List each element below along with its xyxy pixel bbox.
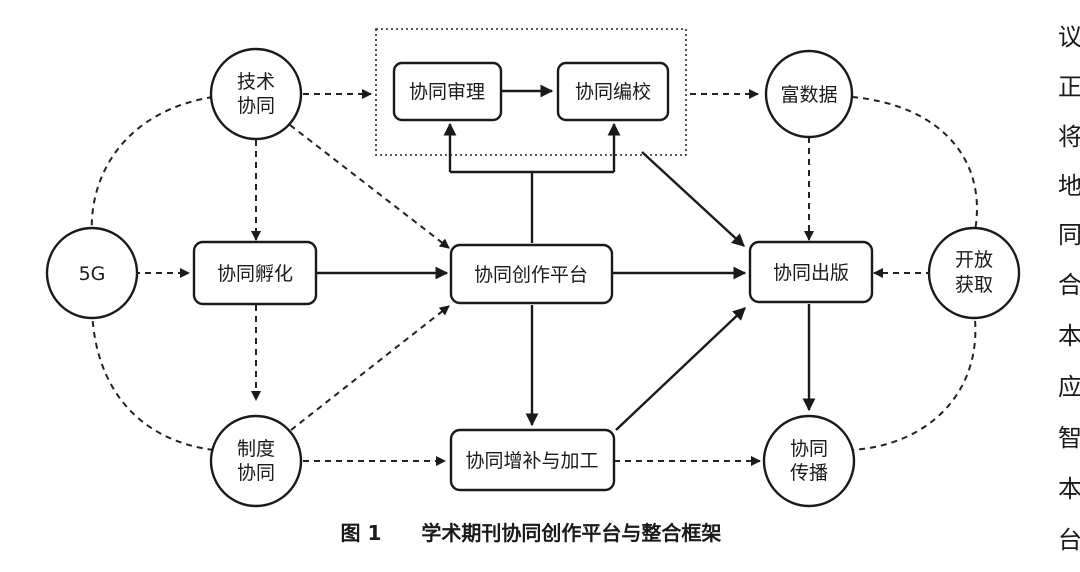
curve-5g-to-system — [91, 309, 214, 451]
side-text-char: 本 — [1058, 475, 1080, 503]
node-supplement-label: 协同增补与加工 — [465, 450, 598, 472]
arrow-proofread-to-publish — [641, 151, 745, 247]
node-rich-data — [764, 49, 854, 139]
node-dissemination-line2: 传播 — [790, 462, 828, 484]
node-system-collab-line1: 制度 — [237, 438, 275, 460]
platform-branch-connector — [450, 170, 534, 243]
node-dissemination-line1: 协同 — [790, 438, 828, 460]
node-5g-label: 5G — [79, 263, 106, 285]
arrow-supplement-to-publish — [615, 307, 746, 431]
node-dissemination — [762, 414, 856, 508]
node-tech-collab-line1: 技术 — [237, 71, 275, 93]
node-platform-label: 协同创作平台 — [474, 264, 588, 286]
side-text-char: 同 — [1058, 221, 1080, 249]
node-proofread-label: 协同编校 — [575, 81, 651, 103]
node-review-label: 协同审理 — [409, 81, 485, 103]
side-text-char: 地 — [1058, 172, 1080, 200]
arrow-system-to-platform — [290, 305, 450, 431]
node-open-access-line1: 开放 — [955, 249, 993, 271]
side-text-char: 应 — [1058, 373, 1080, 401]
node-supplement — [449, 428, 616, 492]
side-text-char: 智 — [1058, 424, 1080, 452]
node-incubation-label: 协同孵化 — [217, 263, 293, 285]
curve-open-to-dissemination — [851, 309, 977, 451]
node-proofread — [556, 61, 670, 122]
side-text-char: 本 — [1058, 322, 1080, 350]
arrow-tech-to-platform — [289, 124, 450, 249]
node-rich-data-label: 富数据 — [780, 84, 837, 106]
figure-caption: 图 1 学术期刊协同创作平台与整合框架 — [341, 521, 722, 545]
side-text-char: 台 — [1058, 526, 1080, 554]
node-system-collab-line2: 协同 — [237, 462, 275, 484]
side-text-char: 合 — [1058, 271, 1080, 299]
node-publish-label: 协同出版 — [773, 262, 849, 284]
node-review — [392, 61, 503, 122]
node-tech-collab-line2: 协同 — [237, 95, 275, 117]
node-system-collab — [209, 414, 303, 508]
curve-richdata-to-open — [851, 96, 978, 237]
node-tech-collab — [209, 47, 303, 141]
side-text-char: 将 — [1058, 123, 1080, 151]
curve-tech-to-5g — [90, 96, 214, 237]
side-text-char: 议 — [1058, 23, 1080, 51]
node-5g — [45, 226, 139, 320]
node-platform — [449, 243, 614, 305]
side-text-char: 正 — [1058, 73, 1080, 101]
node-open-access-line2: 获取 — [955, 274, 993, 296]
node-publish — [748, 240, 874, 304]
review-group-frame — [375, 28, 687, 156]
node-incubation — [192, 240, 318, 306]
node-open-access — [927, 226, 1021, 320]
